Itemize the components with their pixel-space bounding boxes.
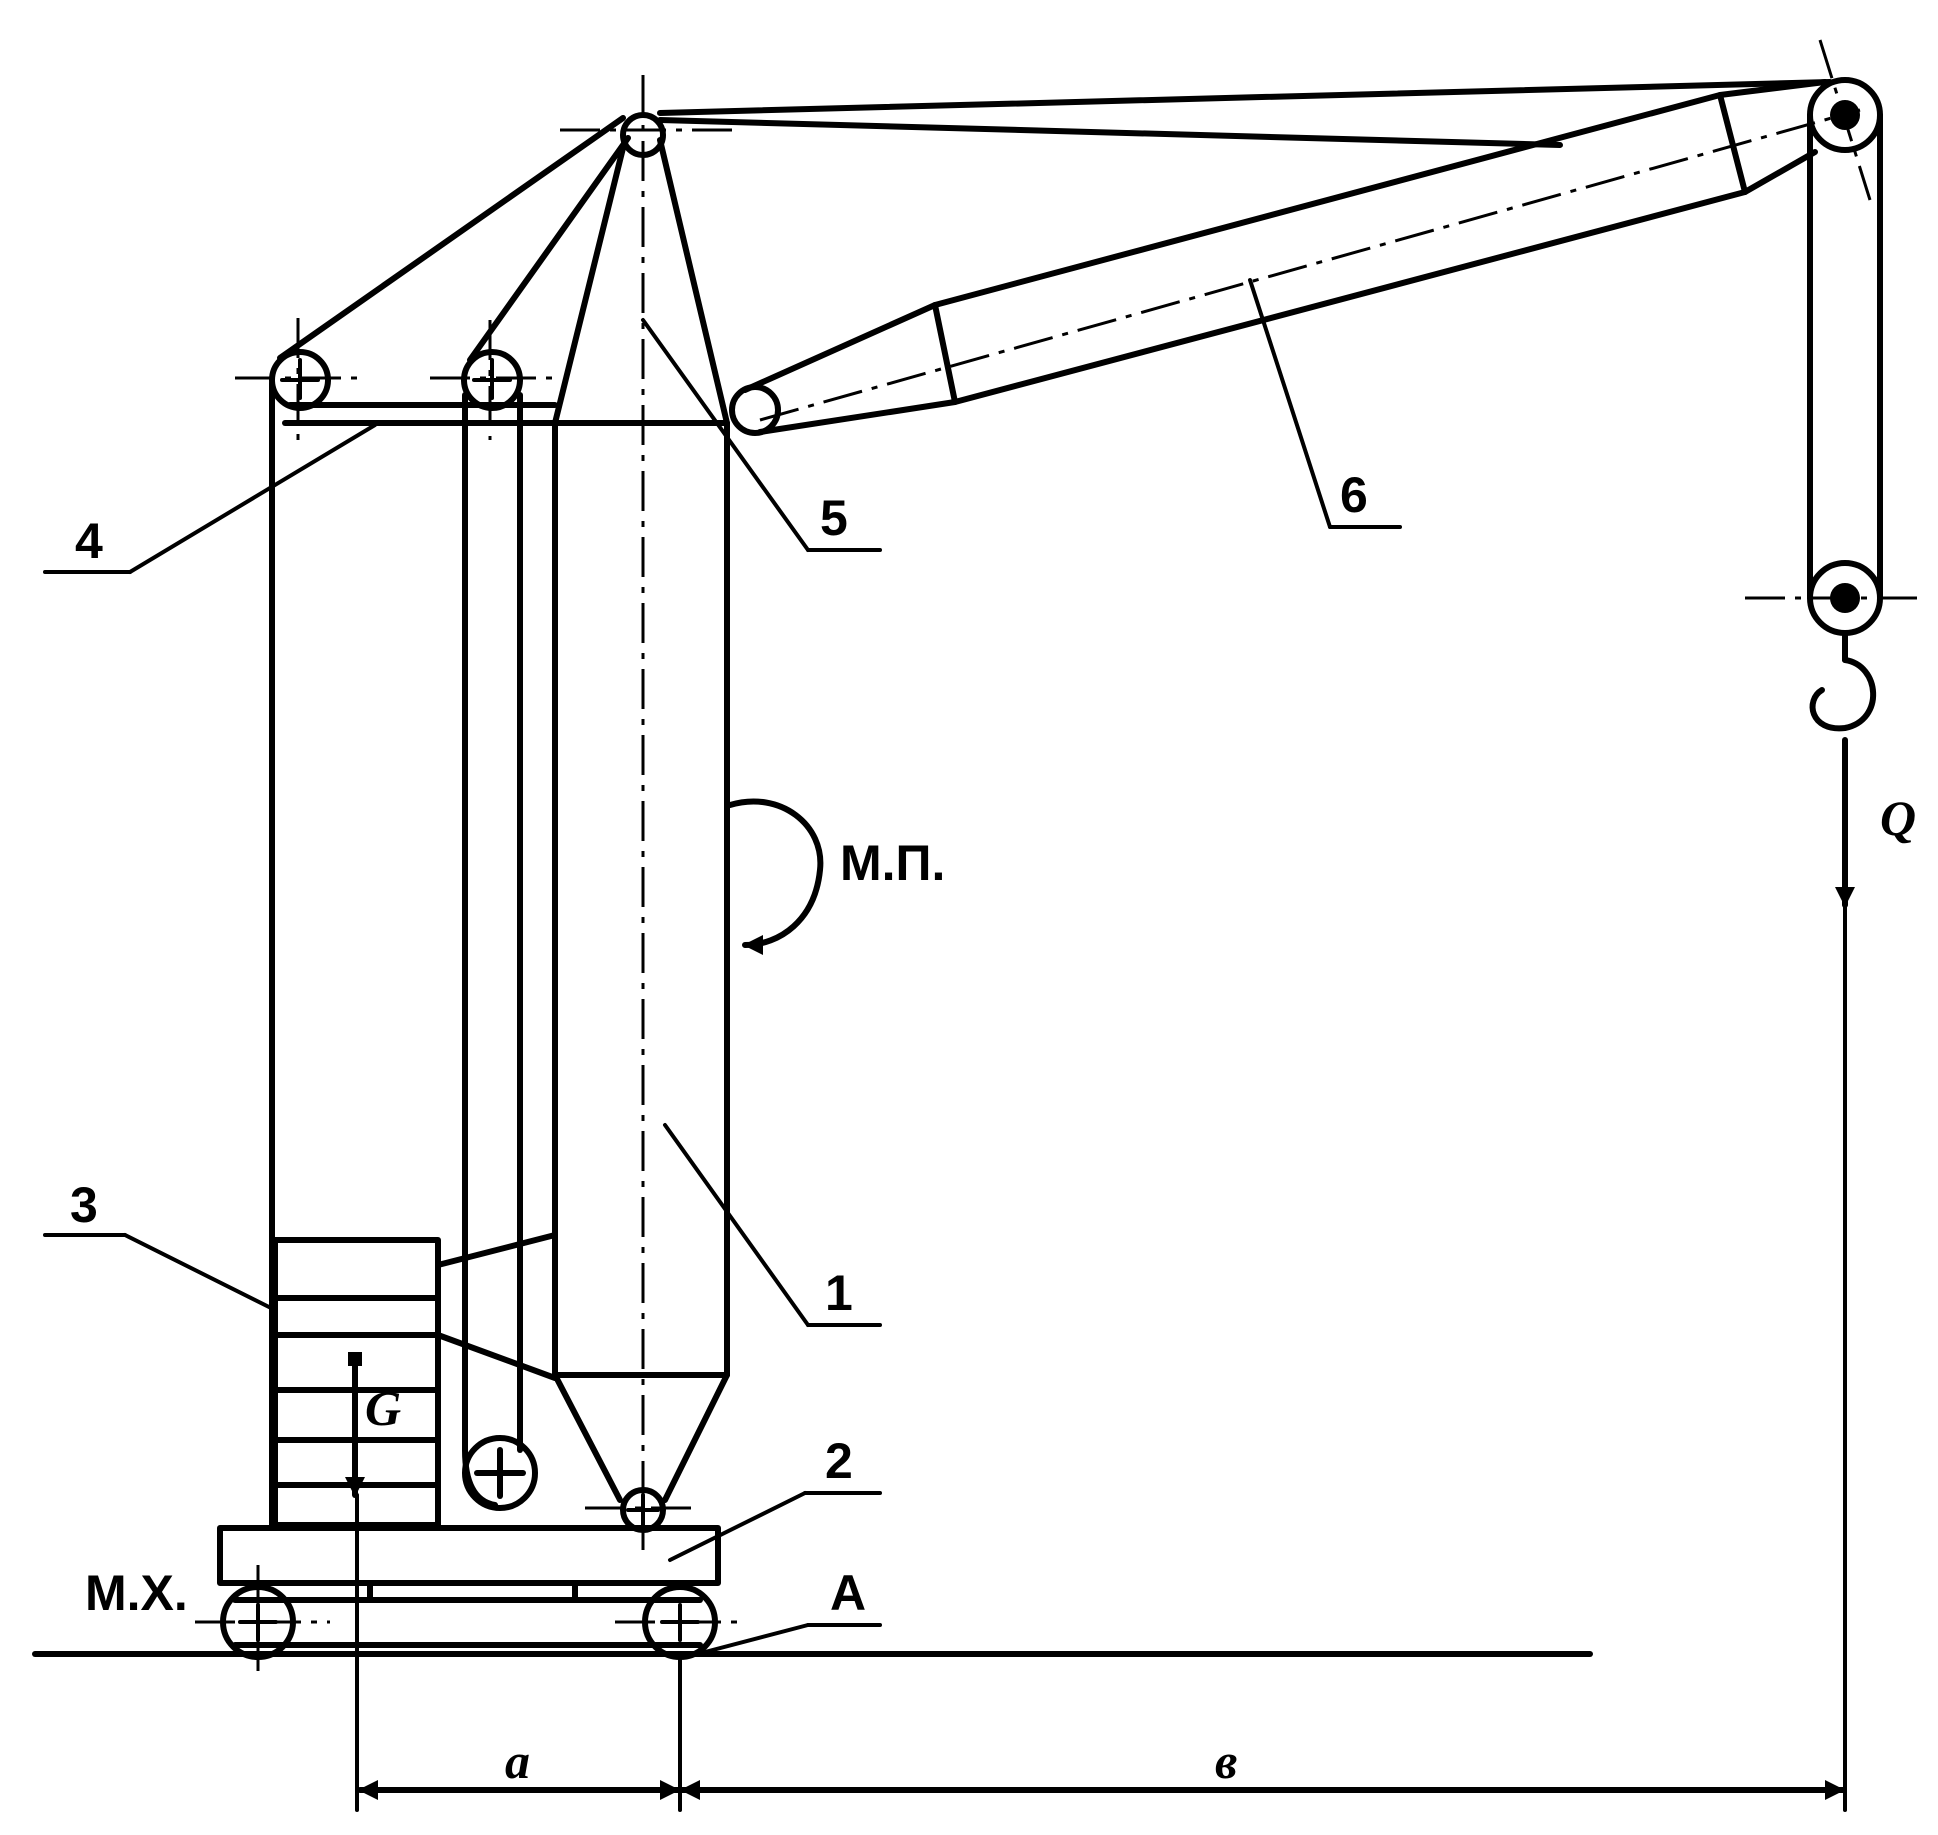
mast [552,137,730,1503]
mast-bottom-pulley [585,1487,700,1533]
top-cables [277,79,1833,363]
boom [729,79,1861,436]
winch-drum [462,1435,538,1511]
svg-text:5: 5 [820,490,848,546]
svg-text:A: A [830,1565,866,1621]
leader-a: A [703,1565,882,1654]
leader-5: 5 [641,318,882,552]
svg-text:2: 2 [825,1433,853,1489]
svg-text:4: 4 [75,513,103,569]
left-wheel [195,1565,330,1680]
mp-arrow [727,798,824,955]
svg-text:1: 1 [825,1265,853,1321]
force-g-label: G [365,1380,401,1436]
boom-tip-pulley [1807,39,1883,201]
hook-block [1745,560,1925,663]
counterweight [272,1232,558,1528]
force-g-origin [348,1352,362,1366]
hoist-ropes [1807,112,1883,601]
force-q-label: Q [1880,790,1916,846]
mx-label: М.Х. [85,1565,188,1621]
upper-mid-pulley [430,320,555,440]
chassis [232,1580,703,1648]
platform [217,1525,721,1586]
svg-text:6: 6 [1340,467,1368,523]
mp-label: М.П. [840,835,945,891]
svg-text:3: 3 [70,1177,98,1233]
leader-3: 3 [43,1177,277,1312]
dim-b-label: в [1215,1733,1237,1789]
hook-icon [1809,657,1877,732]
dim-a-label: a [505,1733,530,1789]
leader-6: 6 [1248,278,1402,529]
leader-2: 2 [668,1433,882,1562]
leader-4: 4 [43,423,377,574]
leader-1: 1 [663,1123,882,1327]
mast-top-pulley [560,112,735,158]
